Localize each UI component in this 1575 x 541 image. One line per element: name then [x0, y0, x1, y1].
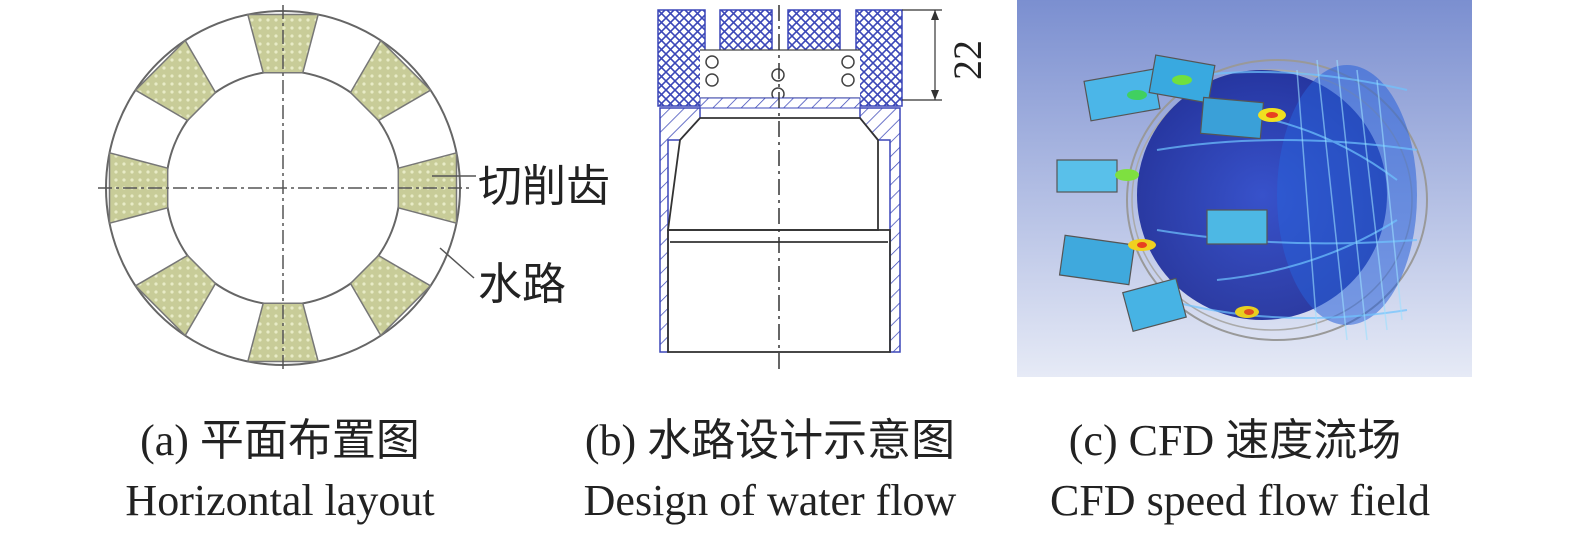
- cfd-speed-flow-image: [1017, 0, 1472, 377]
- caption-a-en: Horizontal layout: [125, 476, 435, 525]
- water-flow-design-diagram: [657, 5, 942, 370]
- horizontal-layout-diagram: [98, 5, 476, 372]
- cutting-tooth: [134, 39, 217, 122]
- cutter-block: [657, 9, 706, 107]
- caption-c-en: CFD speed flow field: [1049, 476, 1431, 525]
- cfd-hotspots: [1115, 75, 1286, 318]
- water-holes: [705, 55, 855, 101]
- waterway-leader-line: [439, 247, 475, 279]
- label-cutting-teeth: 切削齿: [478, 161, 610, 212]
- caption-b-cn: (b) 水路设计示意图: [584, 416, 956, 465]
- caption-b-en: Design of water flow: [583, 476, 957, 525]
- inner-profile: [666, 117, 879, 231]
- cfd-shell: [1126, 59, 1428, 341]
- cutting-tooth: [349, 39, 432, 122]
- dimension-label: 22: [945, 40, 990, 80]
- label-waterway: 水路: [478, 259, 566, 310]
- cutting-tooth: [349, 254, 432, 337]
- cutter-block: [855, 9, 903, 107]
- caption-c-cn: (c) CFD 速度流场: [1068, 416, 1402, 465]
- cutting-tooth: [108, 151, 169, 225]
- hatched-band: [699, 97, 861, 109]
- cutting-tooth: [134, 254, 217, 337]
- caption-a-cn: (a) 平面布置图: [140, 416, 420, 465]
